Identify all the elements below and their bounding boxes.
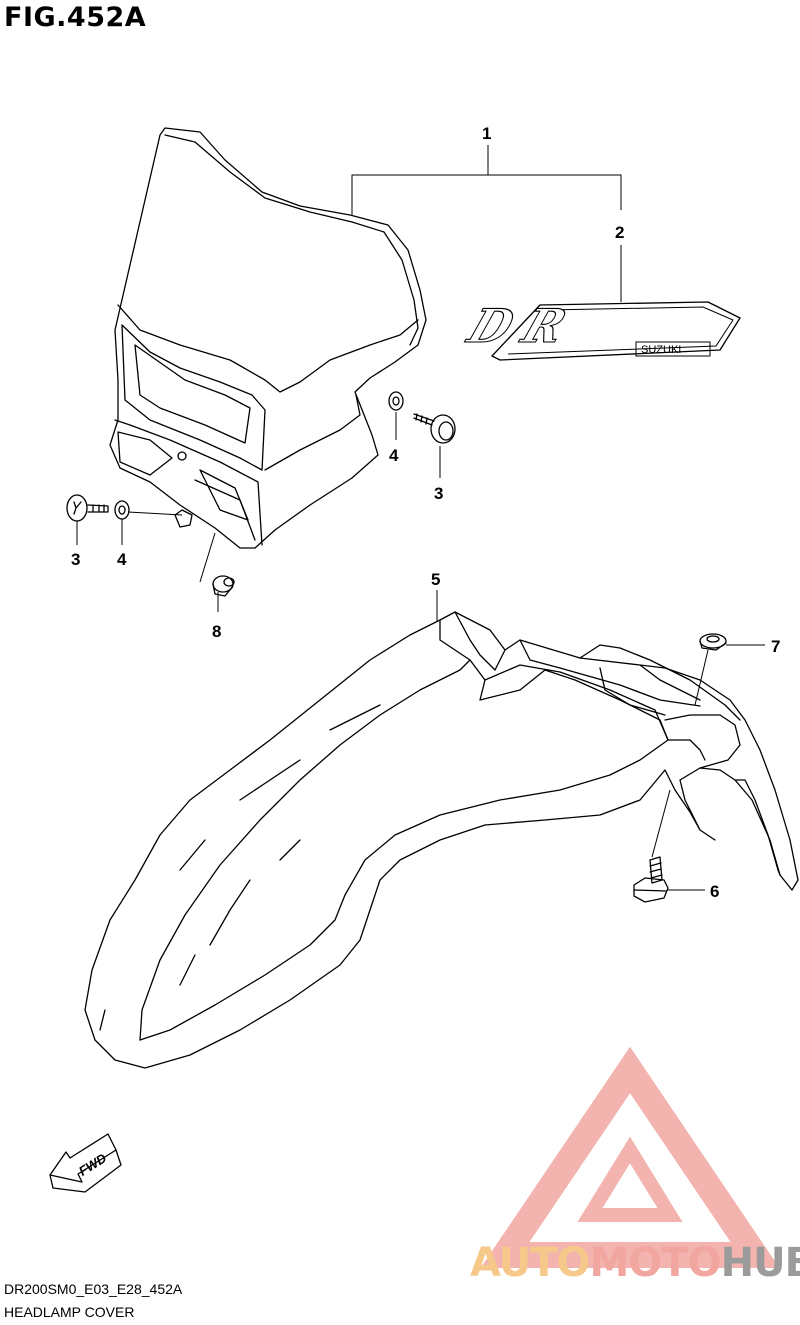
washer-4-upper-icon [388,391,404,411]
screw-3-lower-icon [66,494,109,522]
callout-8: 8 [212,622,221,641]
fwd-arrow-icon: FWD [49,1133,122,1193]
bolt-6-icon [633,856,669,903]
callout-5: 5 [431,570,440,589]
watermark-hub: HUB [720,1240,800,1286]
watermark-logo-icon [480,1046,780,1268]
figure-name: HEADLAMP COVER [4,1304,135,1320]
washer-4-lower-icon [114,500,130,520]
callout-1: 1 [482,124,491,143]
grommet-8-icon [212,575,235,597]
decal-brand-text: SUZUKI [641,344,681,356]
dr-decal-drawing: DR SUZUKI [459,299,741,361]
watermark-moto: MOTO [589,1240,722,1286]
callout-3-lower: 3 [71,550,80,569]
callout-4-upper: 4 [389,446,399,465]
callout-2: 2 [615,223,624,242]
callout-7: 7 [771,637,780,656]
decal-logo-text: DR [459,299,587,353]
grommet-7-icon [699,633,727,651]
watermark-auto: AUTO [470,1240,590,1286]
callout-4-lower: 4 [117,550,127,569]
watermark-text: AUTOMOTOHUB [470,1240,800,1286]
fwd-label: FWD [76,1150,110,1179]
screw-3-upper-icon [413,413,456,444]
callout-6: 6 [710,882,719,901]
leader-lines [76,145,765,891]
headlamp-cover-drawing [109,127,427,549]
callout-3-upper: 3 [434,484,443,503]
figure-title: FIG.452A [4,2,147,33]
front-fender-drawing [84,611,799,1069]
figure-code: DR200SM0_E03_E28_452A [4,1281,183,1297]
